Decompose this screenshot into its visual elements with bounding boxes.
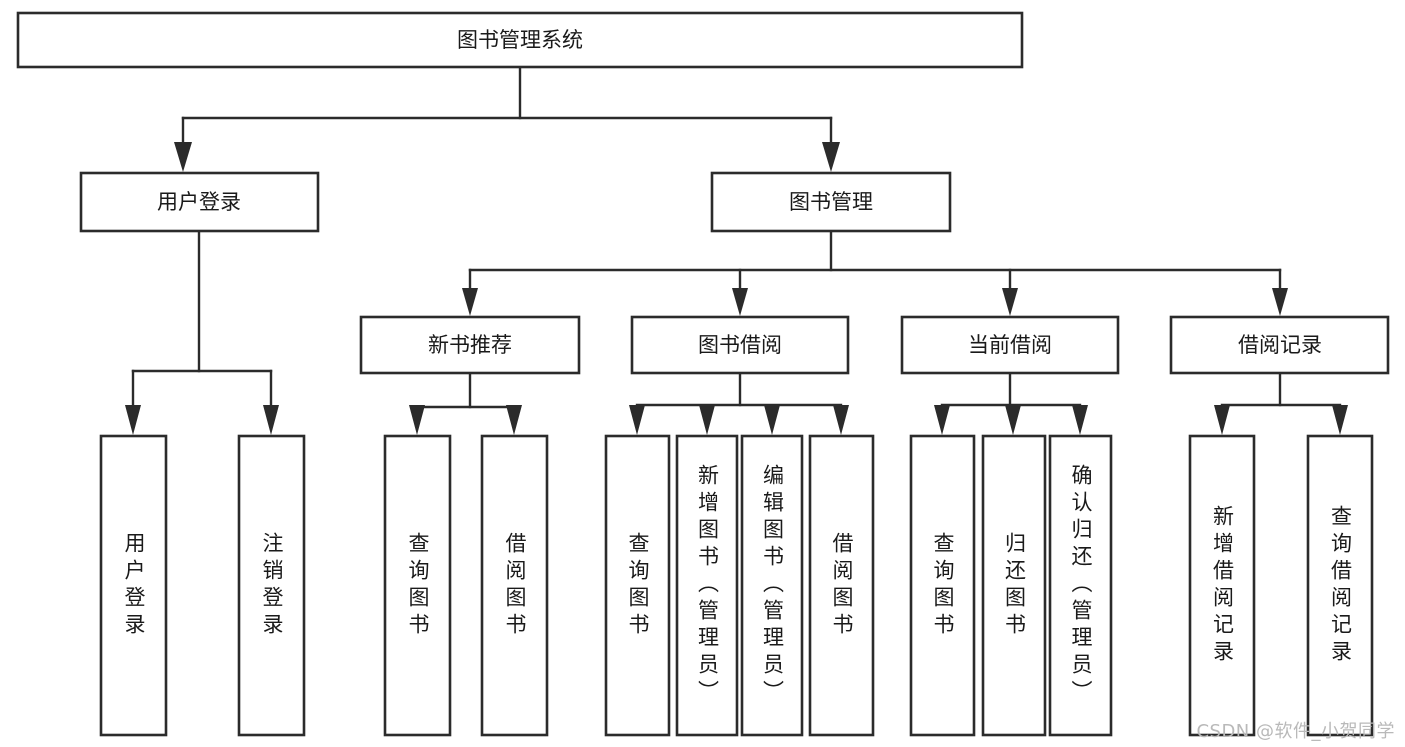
node-book-manage[interactable]: 图书管理: [710, 171, 952, 233]
node-borrow-record-box[interactable]: [1169, 315, 1390, 375]
arrow-head-leaf-logout: [263, 405, 279, 435]
arrow-head-leaf-add-record: [1214, 405, 1230, 435]
node-leaf-borrow-book-1-box[interactable]: [480, 434, 549, 737]
arrow-head-book-manage: [822, 142, 840, 172]
node-leaf-logout-box[interactable]: [237, 434, 306, 737]
node-leaf-query-book-2-box[interactable]: [604, 434, 671, 737]
arrow-head-leaf-query-book-1: [409, 405, 425, 435]
node-book-borrow-label: 图书借阅: [698, 333, 782, 357]
arrow-head-new-book: [462, 288, 478, 316]
node-user-login-label: 用户登录: [157, 190, 241, 214]
node-user-login[interactable]: 用户登录: [79, 171, 320, 233]
node-book-manage-label: 图书管理: [789, 190, 873, 214]
node-leaf-query-record-box[interactable]: [1306, 434, 1374, 737]
nodes-layer: 图书管理系统 用户登录 图书管理 新书推荐 图书借阅: [16, 11, 1390, 737]
arrow-head-leaf-user-login: [125, 405, 141, 435]
node-root-box[interactable]: [16, 11, 1024, 69]
node-new-book-recommend-label: 新书推荐: [428, 333, 512, 357]
node-book-manage-box[interactable]: [710, 171, 952, 233]
arrow-head-leaf-query-book-2: [629, 405, 645, 435]
node-leaf-confirm-return-box[interactable]: [1048, 434, 1113, 737]
node-leaf-user-login-box[interactable]: [99, 434, 168, 737]
node-user-login-box[interactable]: [79, 171, 320, 233]
node-current-borrow[interactable]: 当前借阅: [900, 315, 1120, 375]
arrow-head-leaf-borrow-book-1: [506, 405, 522, 435]
node-leaf-return-book-box[interactable]: [981, 434, 1047, 737]
node-leaf-query-book-3-box[interactable]: [909, 434, 976, 737]
node-leaf-query-book-1-box[interactable]: [383, 434, 452, 737]
arrow-head-leaf-borrow-book-2: [833, 405, 849, 435]
watermark-text: CSDN @软件_小贺同学: [1196, 721, 1395, 742]
arrow-head-leaf-return-book: [1005, 405, 1021, 435]
connectors-layer: [125, 65, 1348, 435]
node-leaf-add-book-box[interactable]: [675, 434, 739, 737]
arrow-head-leaf-add-book: [699, 405, 715, 435]
arrow-head-leaf-confirm-return: [1072, 405, 1088, 435]
node-root[interactable]: 图书管理系统: [16, 11, 1024, 69]
node-borrow-record-label: 借阅记录: [1238, 333, 1322, 357]
arrow-head-leaf-edit-book: [764, 405, 780, 435]
node-current-borrow-box[interactable]: [900, 315, 1120, 375]
arrow-head-book-borrow: [732, 288, 748, 316]
node-leaf-edit-book-box[interactable]: [740, 434, 804, 737]
arrow-head-current-borrow: [1002, 288, 1018, 316]
node-new-book-recommend-box[interactable]: [359, 315, 581, 375]
node-book-borrow-box[interactable]: [630, 315, 850, 375]
arrow-head-leaf-query-book-3: [934, 405, 950, 435]
arrow-head-borrow-record: [1272, 288, 1288, 316]
arrow-head-leaf-query-record: [1332, 405, 1348, 435]
arrow-head-user-login: [174, 142, 192, 172]
node-borrow-record[interactable]: 借阅记录: [1169, 315, 1390, 375]
node-current-borrow-label: 当前借阅: [968, 333, 1052, 357]
node-root-label: 图书管理系统: [457, 28, 583, 52]
node-book-borrow[interactable]: 图书借阅: [630, 315, 850, 375]
node-leaf-borrow-book-2-box[interactable]: [808, 434, 875, 737]
node-leaf-add-record-box[interactable]: [1188, 434, 1256, 737]
node-new-book-recommend[interactable]: 新书推荐: [359, 315, 581, 375]
